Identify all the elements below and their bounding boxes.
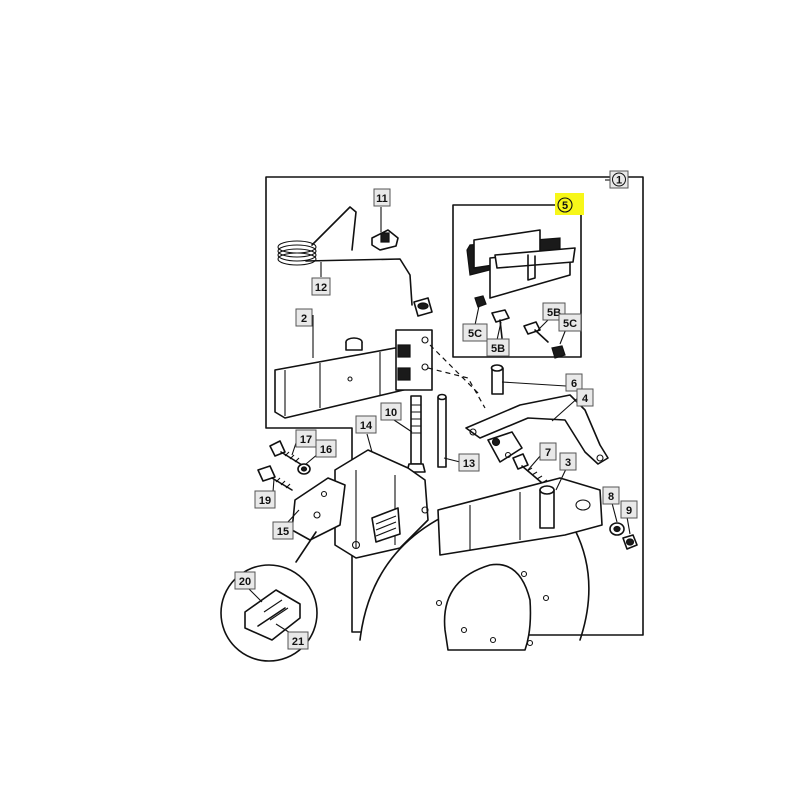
callout-2-label: 2 [301, 313, 307, 325]
callout-17-label: 17 [300, 434, 312, 446]
callout-14-label: 14 [360, 420, 373, 432]
caliper-body-part [334, 449, 429, 559]
callout-17: 17 [295, 429, 317, 448]
callout-16-label: 16 [320, 444, 332, 456]
clip-part [371, 229, 399, 251]
callout-5b-b-label: 5B [547, 307, 561, 319]
callout-12-label: 12 [315, 282, 327, 294]
nut-9-part [622, 534, 638, 550]
callout-3-label: 3 [565, 457, 571, 469]
callout-20-label: 20 [239, 576, 251, 588]
washer-16-part [297, 463, 311, 475]
callout-13-label: 13 [463, 458, 475, 470]
callout-8-label: 8 [608, 491, 614, 503]
bolt-17-part [269, 440, 303, 466]
callout-10-label: 10 [385, 407, 397, 419]
callout-5c-a: 5C [462, 323, 488, 342]
pad-kit-frame [452, 204, 582, 358]
bolt-19-part [257, 465, 293, 491]
callout-10: 10 [380, 402, 402, 421]
callout-7: 7 [539, 442, 557, 461]
callout-4: 4 [576, 388, 594, 407]
callout-16: 16 [315, 439, 337, 458]
washer-8-part [609, 522, 625, 536]
spring-part [277, 206, 413, 306]
brake-pads-part [466, 229, 576, 299]
stud-13-part [437, 393, 447, 468]
callout-3: 3 [559, 452, 577, 471]
callout-5c-b-label: 5C [563, 318, 577, 330]
pad-kit-hardware [474, 295, 566, 359]
linkage-dash-1 [427, 367, 486, 409]
callout-15: 15 [272, 521, 294, 540]
callout-5b-a: 5B [486, 338, 510, 357]
linkage-dash-2 [429, 344, 481, 396]
callout-1: 1 [609, 170, 629, 189]
carrier-bracket-part [437, 477, 603, 556]
callout-4-label: 4 [582, 393, 589, 405]
lever-part [465, 394, 609, 465]
stud-10-part [406, 395, 426, 473]
callout-2: 2 [295, 308, 313, 327]
pin-part [490, 364, 504, 395]
callout-9: 9 [620, 500, 638, 519]
callout-11: 11 [373, 188, 391, 207]
callout-9-label: 9 [626, 505, 632, 517]
callout-5b-a-label: 5B [491, 343, 505, 355]
callout-12: 12 [311, 277, 331, 296]
callout-20: 20 [234, 571, 256, 590]
bolt-7-part [512, 453, 549, 489]
callout-1-label: 1 [616, 175, 622, 187]
callout-6: 6 [565, 373, 583, 392]
callout-15-label: 15 [277, 526, 289, 538]
caliper-arm-part [274, 329, 433, 419]
top-nut [413, 297, 433, 317]
callout-13: 13 [458, 453, 480, 472]
callout-19-label: 19 [259, 495, 271, 507]
callout-19: 19 [254, 490, 276, 509]
callout-5: 5 [555, 193, 584, 215]
callout-6-label: 6 [571, 378, 577, 390]
callout-5c-a-label: 5C [468, 328, 482, 340]
callout-21-label: 21 [292, 636, 304, 648]
callout-5c-b: 5C [558, 313, 582, 332]
callout-7-label: 7 [545, 447, 551, 459]
callout-14: 14 [355, 415, 377, 434]
callout-5-label: 5 [562, 200, 568, 212]
callout-21: 21 [287, 631, 309, 650]
callout-11-label: 11 [376, 193, 388, 205]
callout-8: 8 [602, 486, 620, 505]
